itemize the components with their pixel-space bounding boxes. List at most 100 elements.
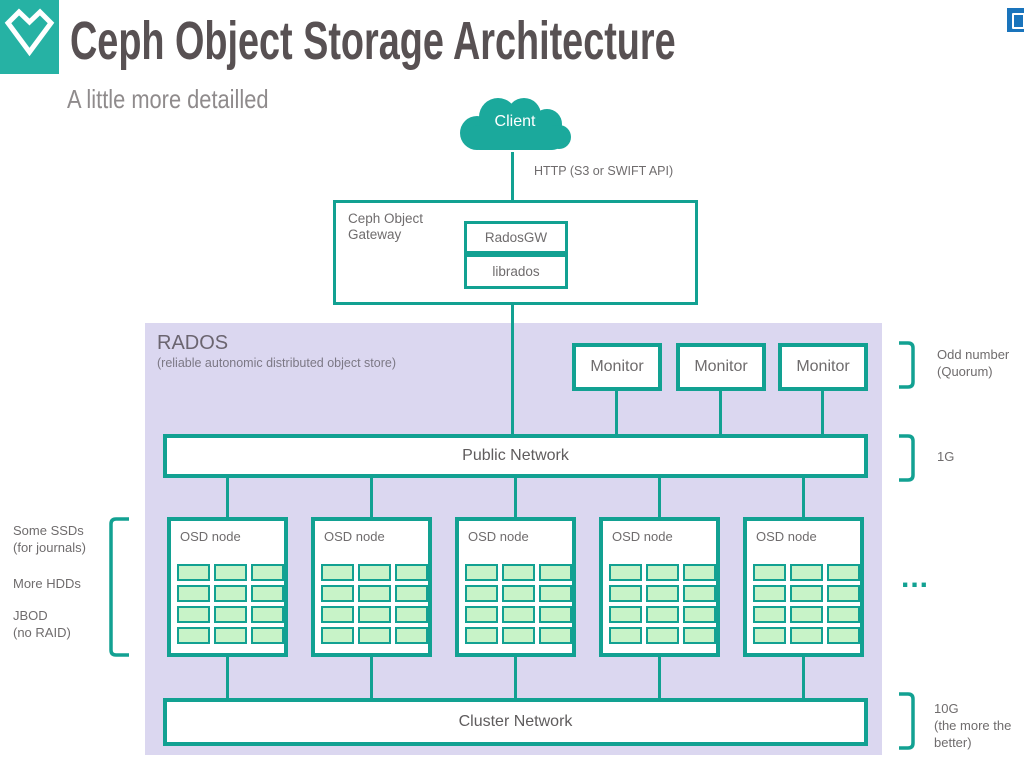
disk-row [753,606,860,623]
rados-subtitle: (reliable autonomic distributed object s… [157,356,397,370]
monitor1-line [615,389,618,436]
disk-icon [214,564,247,581]
disk-icon [646,585,679,602]
disk-icon [502,585,535,602]
disk-row [753,627,860,644]
disk-icon [646,606,679,623]
client-label: Client [494,113,536,130]
monitor-box-2: Monitor [676,343,766,391]
disk-icon [251,627,284,644]
disk-icon [177,627,210,644]
disk-icon [177,564,210,581]
osd3-to-cluster-line [514,655,517,700]
disk-row [321,564,428,581]
http-api-label: HTTP (S3 or SWIFT API) [534,164,674,178]
disk-icon [827,564,860,581]
public-speed-annotation: 1G [937,449,955,464]
disk-icon [177,606,210,623]
osd-left-bracket [109,517,129,657]
disk-row [609,606,716,623]
quorum-bracket [899,341,915,389]
rados-title: RADOS [157,332,229,354]
monitor3-line [821,389,824,436]
jbod-annotation: JBOD (no RAID) [13,607,71,641]
osd-node-label: OSD node [324,529,385,544]
public-speed-bracket [899,434,915,482]
disk-icon [609,606,642,623]
cluster-speed-annotation: 10G (the more the better) [934,700,1011,751]
ssd-annotation: Some SSDs (for journals) [13,522,86,556]
disk-icon [502,627,535,644]
disk-icon [609,585,642,602]
document-glyph [1012,13,1024,29]
cluster-speed-line2: (the more the [934,718,1012,733]
disk-grid [465,564,572,644]
disk-icon [539,564,572,581]
monitor-box-3: Monitor [778,343,868,391]
osd-node-3: OSD node [455,517,576,657]
disk-icon [646,564,679,581]
monitor-box-1: Monitor [572,343,662,391]
disk-grid [177,564,284,644]
disk-icon [321,627,354,644]
osd-node-label: OSD node [180,529,241,544]
disk-icon [502,564,535,581]
page-subtitle: A little more detailled [67,84,269,114]
company-logo [0,0,59,74]
disk-grid [753,564,860,644]
quorum-annotation: Odd number (Quorum) [937,346,1009,380]
public-to-osd2-line [370,476,373,519]
disk-icon [395,627,428,644]
disk-icon [827,585,860,602]
public-to-osd1-line [226,476,229,519]
disk-icon [358,606,391,623]
disk-icon [790,585,823,602]
disk-grid [321,564,428,644]
disk-icon [539,585,572,602]
disk-icon [683,564,716,581]
disk-icon [395,564,428,581]
disk-icon [790,564,823,581]
disk-icon [539,606,572,623]
osd-node-4: OSD node [599,517,720,657]
disk-row [321,606,428,623]
download-icon[interactable] [1007,8,1024,32]
page-title: Ceph Object Storage Architecture [70,11,676,71]
public-to-osd4-line [658,476,661,519]
disk-row [177,606,284,623]
osd2-to-cluster-line [370,655,373,700]
hdd-annotation: More HDDs [13,576,81,591]
more-nodes-ellipsis: ... [901,561,930,594]
jbod-annotation-line1: JBOD [13,608,48,623]
disk-row [321,585,428,602]
disk-icon [609,564,642,581]
disk-grid [609,564,716,644]
disk-icon [465,606,498,623]
osd-node-label: OSD node [468,529,529,544]
disk-icon [465,585,498,602]
disk-icon [753,606,786,623]
disk-row [177,585,284,602]
disk-icon [502,606,535,623]
disk-icon [214,627,247,644]
radosgw-box: RadosGW [464,221,568,254]
public-network-bar: Public Network [163,434,868,478]
disk-row [321,627,428,644]
cluster-speed-line1: 10G [934,701,959,716]
disk-icon [358,585,391,602]
disk-icon [177,585,210,602]
disk-icon [753,627,786,644]
disk-row [465,564,572,581]
public-to-osd3-line [514,476,517,519]
monitor2-line [719,389,722,436]
disk-icon [321,564,354,581]
disk-icon [539,627,572,644]
disk-icon [683,627,716,644]
disk-row [609,585,716,602]
disk-row [609,627,716,644]
disk-icon [251,564,284,581]
disk-row [465,585,572,602]
quorum-annotation-line2: (Quorum) [937,364,993,379]
osd4-to-cluster-line [658,655,661,700]
